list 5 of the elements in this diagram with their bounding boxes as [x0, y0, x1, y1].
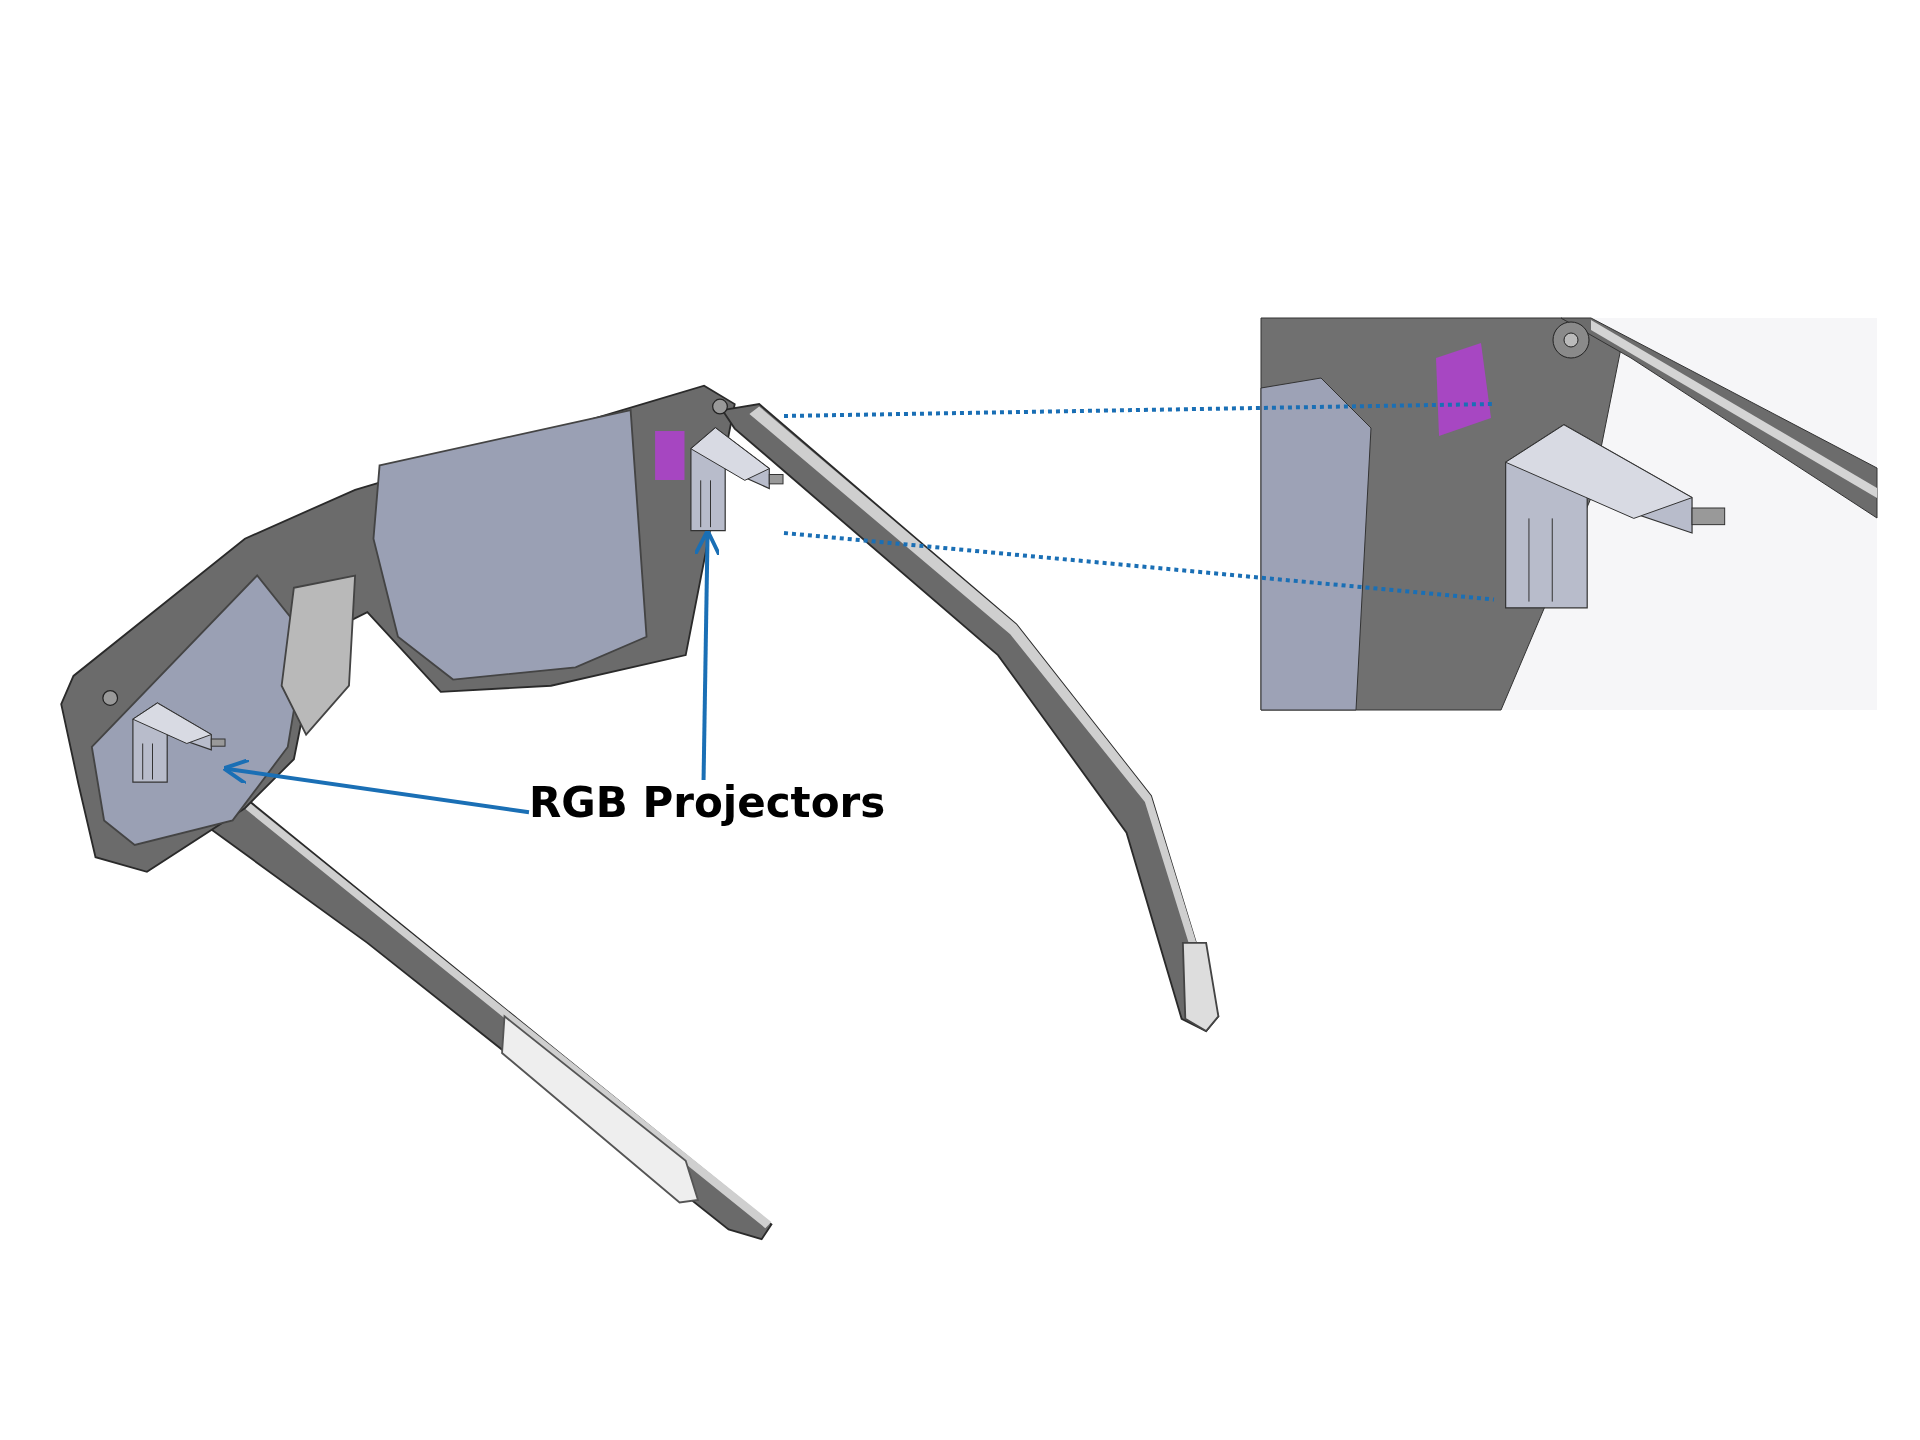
- zoom-guide-line: [783, 531, 1495, 602]
- leader-arrow: [693, 528, 722, 781]
- leader-arrow: [221, 758, 530, 815]
- zoom-guide-line: [783, 402, 1495, 418]
- callout-label: RGB Projectors: [529, 780, 886, 827]
